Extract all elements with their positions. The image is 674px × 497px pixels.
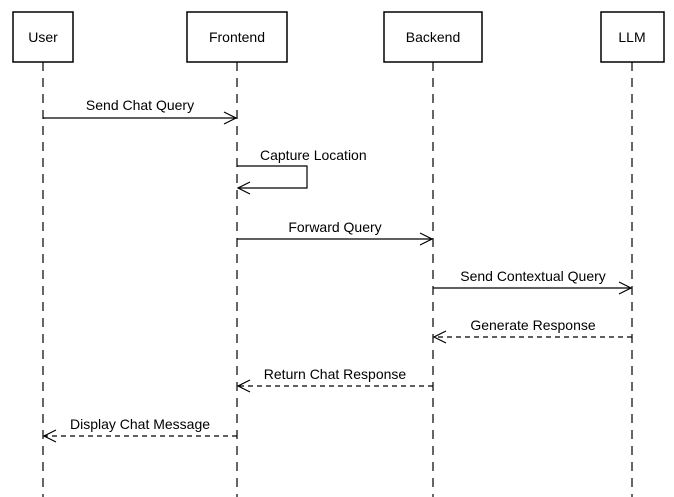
participant-label: Backend [406,29,460,45]
arrowhead-icon [223,111,238,125]
participant-box [186,11,288,63]
message-forward-query: Forward Query [237,219,434,246]
arrowhead-icon [419,232,434,246]
message-line [237,165,308,189]
message-label: Send Chat Query [86,97,194,113]
participant-label: User [28,29,58,45]
participant-box [383,11,483,63]
participant-llm: LLM [600,11,665,63]
message-capture-location: Capture Location [236,147,367,195]
arrowhead-icon [618,281,633,295]
message-send-contextual-query: Send Contextual Query [433,268,633,295]
arrowhead-icon [42,429,57,443]
message-label: Send Contextual Query [460,268,606,284]
arrowhead-icon [236,379,251,393]
participant-box [600,11,665,63]
lifelines [42,62,633,497]
participant-user: User [12,11,74,63]
message-send-chat-query: Send Chat Query [43,97,238,125]
participant-box [12,11,74,63]
message-label: Generate Response [470,317,596,333]
message-generate-response: Generate Response [432,317,632,344]
participant-frontend: Frontend [186,11,288,63]
message-label: Forward Query [288,219,381,235]
arrowhead-icon [236,181,251,195]
message-return-chat-response: Return Chat Response [236,366,433,393]
message-label: Return Chat Response [264,366,407,382]
participant-label: LLM [618,29,645,45]
participant-label: Frontend [209,29,265,45]
participant-backend: Backend [383,11,483,63]
arrowhead-icon [432,330,447,344]
message-label: Display Chat Message [70,416,210,432]
message-display-chat-message: Display Chat Message [42,416,237,443]
message-label: Capture Location [260,147,367,163]
